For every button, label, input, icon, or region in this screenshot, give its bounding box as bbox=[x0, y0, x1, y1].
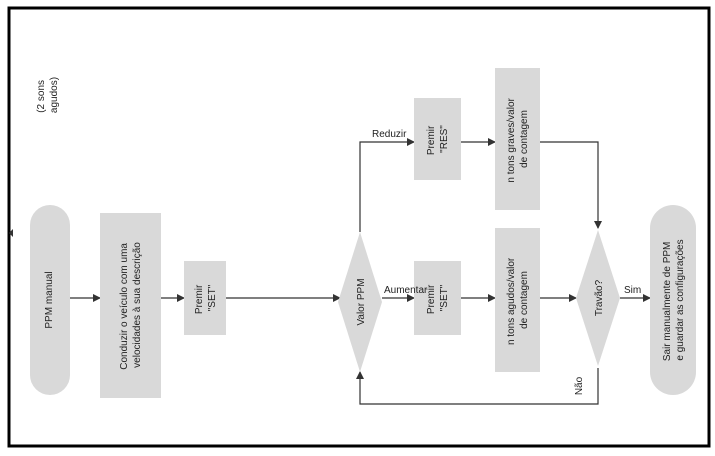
label-conduzir: Conduzir o veículo com uma velocidades à… bbox=[119, 240, 143, 370]
nodes bbox=[30, 68, 696, 398]
node-premir-set-1 bbox=[184, 261, 226, 335]
label-tons-agudos: n tons agudos/valor de contagem bbox=[506, 255, 530, 345]
edge-label-aumentar: Aumentar bbox=[384, 285, 428, 296]
node-valor-ppm bbox=[338, 232, 382, 372]
edge-label-nao: Não bbox=[574, 376, 585, 395]
node-tons-agudos bbox=[495, 228, 540, 372]
edge-label-sim: Sim bbox=[624, 285, 641, 296]
node-conduzir bbox=[100, 213, 161, 398]
edge-valor-reduzir bbox=[359, 138, 415, 232]
label-valor-ppm: Valor PPM bbox=[356, 278, 367, 325]
entry-arrow bbox=[9, 229, 13, 237]
node-premir-res bbox=[414, 98, 461, 180]
label-premir-set-1: Premir "SET" bbox=[194, 282, 218, 314]
label-tons-graves: n tons graves/valor de contagem bbox=[506, 95, 530, 182]
note-2-sons-agudos: (2 sons agudos) bbox=[36, 77, 60, 113]
label-travao: Travão? bbox=[594, 279, 605, 316]
diagram-frame bbox=[7, 6, 711, 448]
label-ppm-manual: PPM manual bbox=[44, 271, 55, 328]
node-ppm-manual bbox=[30, 205, 70, 395]
edge-travao-nao bbox=[356, 368, 599, 405]
label-sair: Sair manualmente de PPM e guardar as con… bbox=[662, 239, 686, 361]
node-tons-graves bbox=[495, 68, 540, 210]
edge-labels: Reduzir Aumentar Sim Não bbox=[372, 129, 641, 395]
connectors bbox=[70, 138, 651, 405]
label-premir-set-2: Premir "SET" bbox=[426, 282, 450, 314]
node-sair bbox=[650, 205, 696, 395]
node-travao bbox=[576, 230, 620, 366]
node-labels: PPM manual Conduzir o veículo com uma ve… bbox=[36, 77, 686, 370]
node-premir-set-2 bbox=[414, 261, 461, 335]
label-premir-res: Premir "RES" bbox=[426, 123, 450, 155]
edge-label-reduzir: Reduzir bbox=[372, 129, 407, 140]
edge-graves-to-travao bbox=[540, 141, 602, 229]
